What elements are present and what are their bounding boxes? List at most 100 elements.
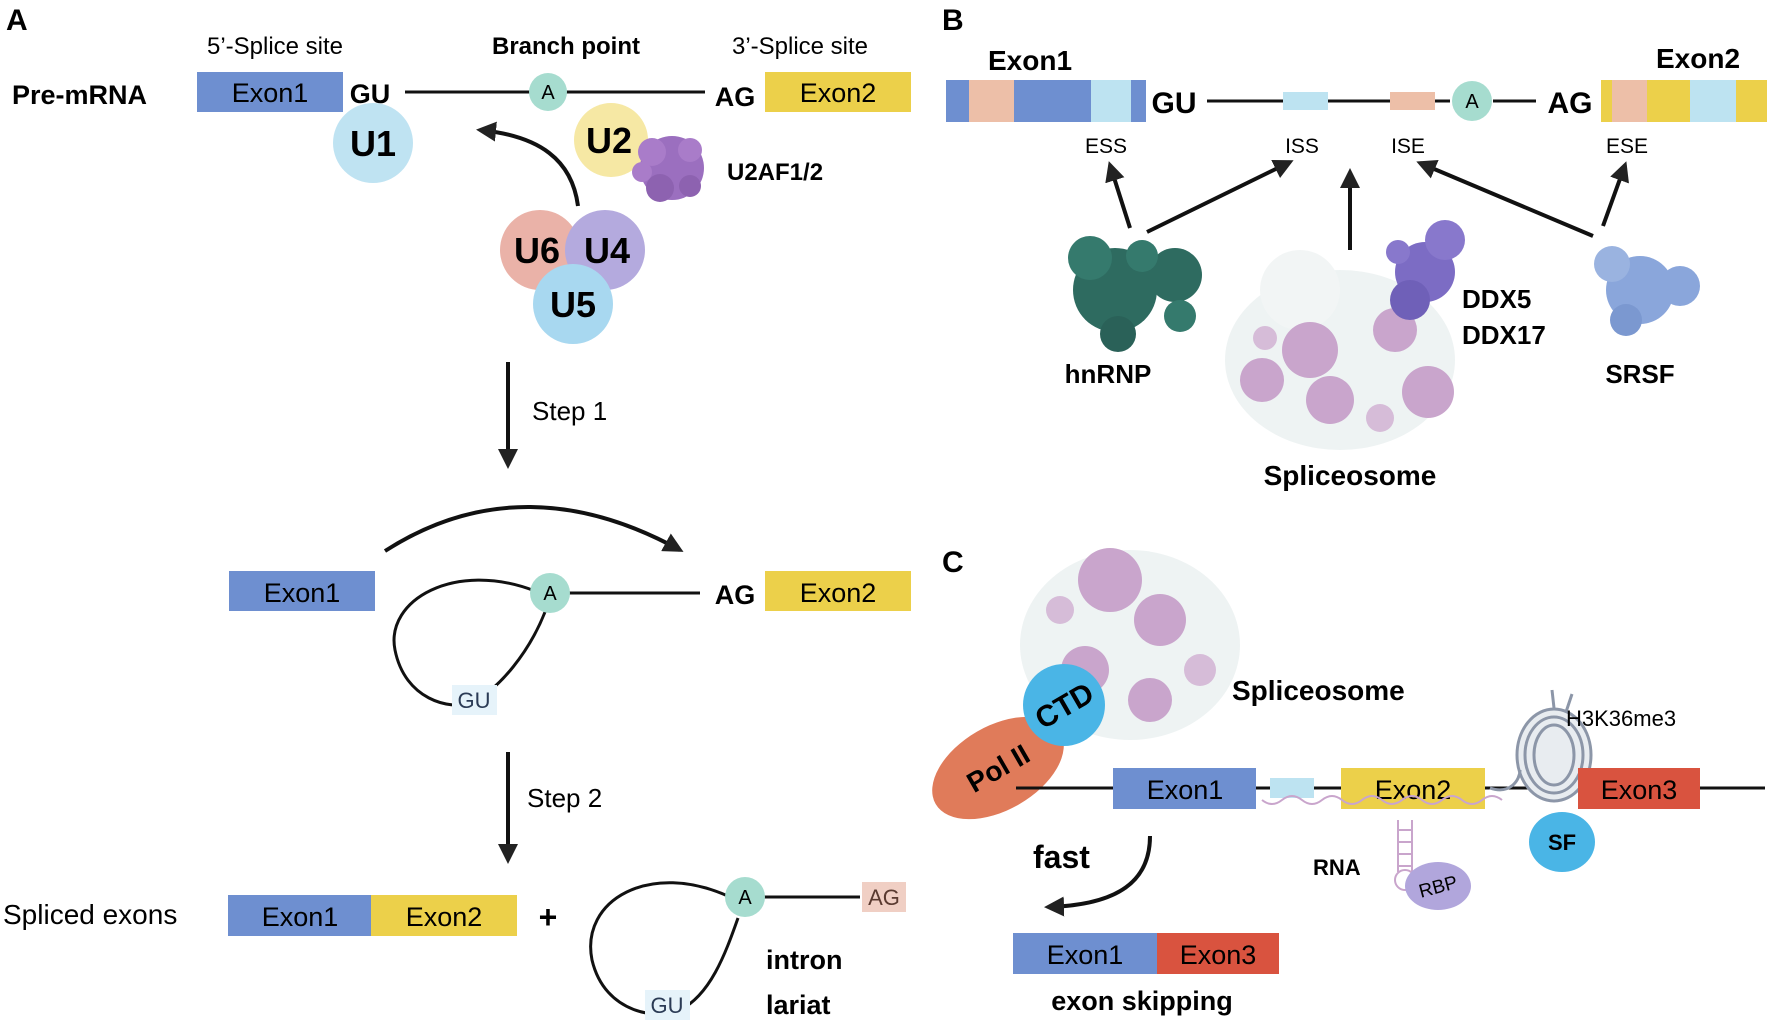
b-exon1-box <box>946 80 1146 122</box>
srsf-to-ise-arrow <box>1416 160 1594 238</box>
step1-gu-box <box>452 685 497 715</box>
b-exon2-box <box>1601 80 1767 122</box>
c-exon1-box <box>1113 768 1256 809</box>
u4-label: U4 <box>584 230 630 271</box>
lariat-branch-a-label: A <box>738 887 752 909</box>
exon-skipping-label: exon skipping <box>1051 986 1233 1016</box>
pol2-shape <box>932 716 1064 820</box>
srsf-label: SRSF <box>1605 359 1674 389</box>
u1-label: U1 <box>350 123 396 164</box>
lariat-label: lariat <box>766 990 831 1020</box>
b-gu-label: GU <box>1152 87 1197 120</box>
step1-branch-a-label: A <box>543 583 557 605</box>
ess-label: ESS <box>1085 135 1127 158</box>
u2-label: U2 <box>586 120 632 161</box>
c-exon3-label: Exon3 <box>1601 775 1678 805</box>
hnrnp-protein-icon <box>1068 236 1202 352</box>
step1-attack-arrow <box>383 505 684 553</box>
u5-snrnp <box>533 264 613 344</box>
lariat-gu-box <box>645 990 690 1020</box>
u6-label: U6 <box>514 230 560 271</box>
lariat-gu-label: GU <box>651 993 684 1018</box>
step1-label: Step 1 <box>532 396 607 426</box>
branch-a-circle <box>529 73 567 111</box>
fast-arrow <box>1044 835 1152 917</box>
ctd-circle <box>1023 664 1105 746</box>
sf-label: SF <box>1548 830 1576 855</box>
ddx-protein-icon <box>1386 220 1465 320</box>
step1-exon1-label: Exon1 <box>264 578 341 608</box>
nucleosome-icon <box>1489 689 1593 803</box>
srsf-protein-icon <box>1594 246 1700 336</box>
tri-snrnp-recruit-arrow <box>476 121 580 207</box>
ddx17-label: DDX17 <box>1462 320 1546 350</box>
step1-gu-label: GU <box>458 688 491 713</box>
spliced-exons-label: Spliced exons <box>3 899 177 930</box>
step2-label: Step 2 <box>527 783 602 813</box>
srsf-to-ese-arrow <box>1601 161 1629 227</box>
step1-exon2-label: Exon2 <box>800 578 877 608</box>
ese-label: ESE <box>1606 135 1648 158</box>
u1-snrnp <box>333 103 413 183</box>
c-intron-element-box <box>1270 778 1314 798</box>
b-exon2-title: Exon2 <box>1656 43 1740 74</box>
u5-label: U5 <box>550 284 596 325</box>
plus-sign: + <box>539 899 558 935</box>
step1-branch-a-circle <box>530 573 570 613</box>
pre-mrna-exon2-label: Exon2 <box>800 78 877 108</box>
fast-label: fast <box>1033 839 1090 875</box>
skipped-exon1-label: Exon1 <box>1047 940 1124 970</box>
spliced-exon2-box <box>371 895 517 936</box>
ise-label: ISE <box>1391 135 1425 158</box>
ddx5-label: DDX5 <box>1462 284 1531 314</box>
lariat-branch-a-circle <box>725 877 765 917</box>
b-ise-box <box>1390 92 1435 110</box>
c-exon2-box <box>1341 768 1485 809</box>
iss-label: ISS <box>1285 135 1319 158</box>
branch-a-label: A <box>541 82 555 104</box>
b-branch-a-circle <box>1452 81 1492 121</box>
step1-exon1-box <box>229 571 375 611</box>
b-branch-a-label: A <box>1465 91 1479 113</box>
b-exon1-title: Exon1 <box>988 45 1072 76</box>
panel-c-label: C <box>942 546 964 579</box>
panel-b: B Exon1 Exon2 GU A AG ESS ISS ISE ESE <box>942 4 1767 491</box>
u2-snrnp <box>574 103 648 177</box>
hnrnp-to-iss-arrow <box>1146 160 1294 234</box>
pre-mrna-ag-label: AG <box>715 82 756 112</box>
three-splice-site-label: 3’-Splice site <box>732 33 868 60</box>
pre-mrna-label: Pre-mRNA <box>12 80 147 110</box>
hnrnp-to-ess-arrow <box>1105 161 1132 229</box>
c-spliceosome-label: Spliceosome <box>1232 675 1405 706</box>
spliced-exon2-label: Exon2 <box>406 902 483 932</box>
b-iss-box <box>1283 92 1328 110</box>
skipped-exon3-box <box>1157 933 1279 974</box>
b-ag-label: AG <box>1548 87 1593 120</box>
step1-ag-label: AG <box>715 580 756 610</box>
skipped-exon1-box <box>1013 933 1157 974</box>
five-splice-site-label: 5’-Splice site <box>207 33 343 60</box>
pre-mrna-exon1-label: Exon1 <box>232 78 309 108</box>
sf-shape <box>1529 812 1595 872</box>
rna-label: RNA <box>1313 855 1361 880</box>
hnrnp-label: hnRNP <box>1065 359 1152 389</box>
step1-exon2-box <box>765 571 911 611</box>
panel-a: A 5’-Splice site Branch point 3’-Splice … <box>3 4 911 1020</box>
branch-point-label: Branch point <box>492 33 640 60</box>
panel-c: C Spliceosome Pol II CTD Exon1 Exon2 RNA… <box>932 546 1765 1016</box>
u2af-label: U2AF1/2 <box>727 159 823 186</box>
rna-transcript-wave <box>1261 795 1503 805</box>
spliced-exon1-box <box>228 895 371 936</box>
rna-hairpin <box>1397 820 1413 872</box>
pre-mrna-exon1-box <box>197 72 343 112</box>
b-spliceosome-label: Spliceosome <box>1264 460 1437 491</box>
step1-lariat-loop <box>392 578 547 707</box>
rbp-shape <box>1405 862 1471 910</box>
intron-label: intron <box>766 945 842 975</box>
lariat-ag-box <box>862 882 906 912</box>
c-exon2-label: Exon2 <box>1375 775 1452 805</box>
lariat-ag-label: AG <box>868 885 900 910</box>
panel-a-label: A <box>6 4 28 37</box>
h3k36me3-label: H3K36me3 <box>1566 706 1676 731</box>
